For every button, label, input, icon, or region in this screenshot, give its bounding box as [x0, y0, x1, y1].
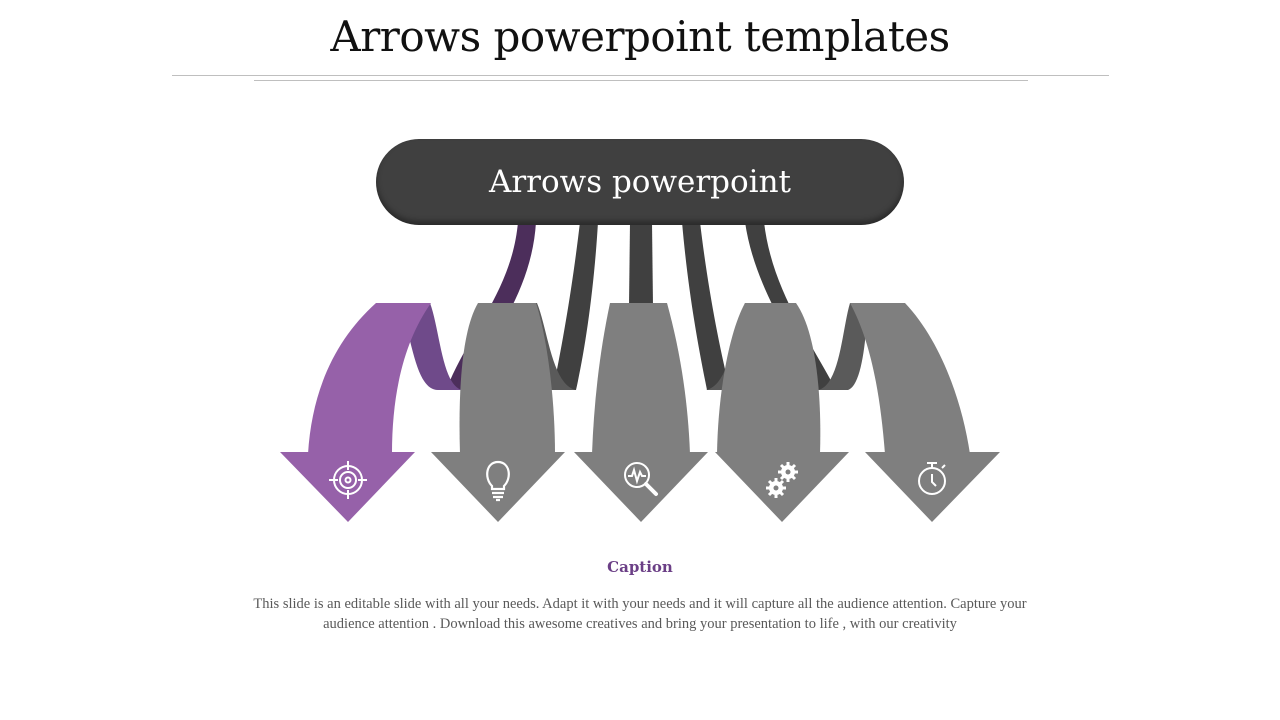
hub-label: Arrows powerpoint	[488, 164, 792, 200]
arrow-3-body	[592, 303, 690, 454]
ribbon-3	[629, 222, 653, 306]
gears-icon	[766, 462, 798, 498]
ribbon-5	[745, 222, 836, 390]
hub-pill: Arrows powerpoint	[376, 139, 904, 225]
magnifier-pulse-icon	[624, 462, 658, 496]
target-icon	[329, 461, 367, 499]
title-divider	[172, 75, 1109, 76]
slide-title: Arrows powerpoint templates	[330, 12, 950, 61]
caption-text: This slide is an editable slide with all…	[253, 596, 1027, 632]
arrow-5-curl	[818, 303, 868, 390]
arrow-5-body	[850, 303, 970, 454]
ribbon-4	[682, 222, 730, 390]
caption-title: Caption	[607, 558, 673, 576]
ribbon-2	[553, 222, 598, 390]
arrow-4-body	[717, 303, 821, 454]
stopwatch-icon	[918, 462, 946, 495]
title-divider-secondary	[254, 80, 1028, 81]
arrow-1-body	[308, 303, 431, 454]
arrow-2-body	[459, 303, 555, 454]
arrow-5-head	[865, 452, 1000, 522]
arrow-2-head	[431, 452, 565, 522]
lightbulb-icon	[486, 460, 510, 502]
